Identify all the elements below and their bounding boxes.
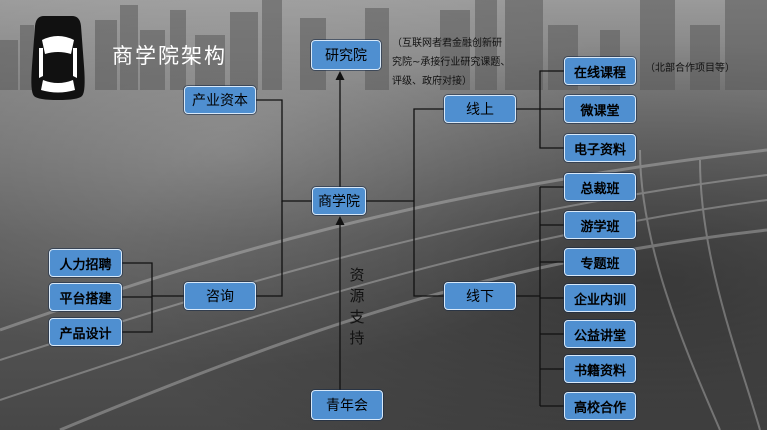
- industry-capital-node[interactable]: 产业资本: [184, 86, 256, 114]
- book-materials-node[interactable]: 书籍资料: [564, 355, 636, 383]
- arrow-up-icon: [335, 71, 345, 225]
- car-top-view-icon: [31, 16, 85, 100]
- page-title: 商学院架构: [112, 44, 227, 68]
- resource-support-label: 资 源 支 持: [347, 265, 367, 349]
- research-note-line-3: 评级、政府对接）: [392, 76, 472, 87]
- offline-node[interactable]: 线下: [444, 282, 516, 310]
- research-note: （互联网者君金融创新研 究院~承接行业研究课题、 评级、政府对接）: [392, 34, 510, 91]
- e-materials-node[interactable]: 电子资料: [564, 134, 636, 162]
- resource-support-char-3: 支: [349, 308, 365, 326]
- corporate-training-node[interactable]: 企业内训: [564, 284, 636, 312]
- micro-class-node[interactable]: 微课堂: [564, 95, 636, 123]
- research-note-line-2: 究院~承接行业研究课题、: [392, 57, 511, 68]
- ceo-class-node[interactable]: 总裁班: [564, 173, 636, 201]
- online-node[interactable]: 线上: [444, 95, 516, 123]
- university-coop-node[interactable]: 高校合作: [564, 392, 636, 420]
- study-tour-node[interactable]: 游学班: [564, 211, 636, 239]
- recruiting-node[interactable]: 人力招聘: [49, 249, 122, 277]
- resource-support-char-2: 源: [349, 287, 365, 305]
- research-note-line-1: （互联网者君金融创新研: [392, 38, 502, 49]
- resource-support-char-1: 资: [349, 266, 365, 284]
- research-institute-node[interactable]: 研究院: [311, 40, 381, 70]
- youth-club-node[interactable]: 青年会: [311, 390, 383, 420]
- consulting-node[interactable]: 咨询: [184, 282, 256, 310]
- product-design-node[interactable]: 产品设计: [49, 318, 122, 346]
- business-school-node[interactable]: 商学院: [312, 187, 366, 215]
- online-courses-node[interactable]: 在线课程: [564, 57, 636, 85]
- resource-support-char-4: 持: [349, 329, 365, 347]
- topic-class-node[interactable]: 专题班: [564, 248, 636, 276]
- public-lecture-node[interactable]: 公益讲堂: [564, 320, 636, 348]
- online-courses-note: （北部合作项目等）: [645, 63, 735, 74]
- platform-building-node[interactable]: 平台搭建: [49, 283, 122, 311]
